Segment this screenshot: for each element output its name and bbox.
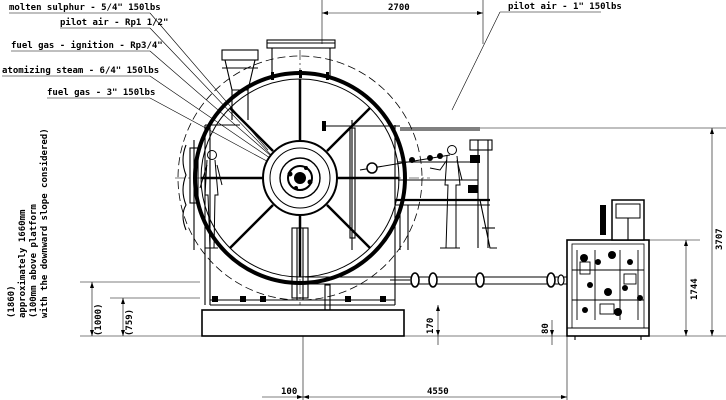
dimension-80: 80: [541, 320, 554, 345]
base-block: [201, 309, 405, 337]
label-fuel-gas-ignition: fuel gas - ignition - Rp3/4": [11, 40, 163, 51]
label-pilot-air-right: pilot air - 1" 150lbs: [508, 1, 622, 12]
vertical-note: (1860) approximately 1660mm (100mm above…: [7, 128, 50, 318]
label-atomizing-steam: atomizing steam - 6/4" 150lbs: [2, 65, 159, 76]
vertical-note-3: (100mm above platform: [29, 204, 39, 318]
dim-left-759: (759): [125, 309, 135, 336]
dim-170: 170: [426, 318, 436, 334]
operator-figure-left: [199, 150, 223, 249]
vertical-note-1: (1860): [7, 285, 17, 318]
dimension-1744: 1744: [640, 239, 700, 336]
callout-labels: molten sulphur - 5/4" 150lbs pilot air -…: [2, 1, 622, 98]
dimension-2700: 2700: [321, 0, 484, 44]
dim-bottom-4550: 4550: [427, 387, 449, 397]
vertical-note-4: with the downward slope considered): [39, 128, 50, 318]
dim-bottom-100: 100: [281, 387, 297, 397]
vertical-note-2: approximately 1660mm: [17, 209, 28, 318]
platform-structure: [322, 121, 497, 250]
label-pilot-air-left: pilot air - Rp1 1/2": [60, 17, 168, 28]
leader-lines: [149, 11, 501, 174]
dimension-bottom: 100 4550: [262, 336, 568, 400]
top-flange: [266, 39, 336, 49]
dimension-left: (1000) (759): [80, 281, 200, 336]
dim-top-width: 2700: [388, 3, 410, 13]
dim-80: 80: [541, 323, 551, 334]
dimension-3707: 3707: [455, 127, 726, 336]
label-fuel-gas: fuel gas - 3" 150lbs: [47, 88, 155, 98]
dimension-170: 170: [426, 305, 440, 345]
valve-skid: [566, 199, 650, 340]
dim-overall-height: 3707: [715, 228, 725, 250]
wheel-spokes: [201, 79, 399, 277]
burner-assembly: [175, 39, 430, 337]
connecting-pipe: [305, 272, 575, 288]
label-molten-sulphur: molten sulphur - 5/4" 150lbs: [9, 3, 161, 13]
operator-figure-right: [429, 145, 463, 249]
dim-left-1000: (1000): [94, 303, 104, 336]
side-chimney: [221, 49, 259, 61]
dim-skid-height: 1744: [690, 278, 700, 300]
